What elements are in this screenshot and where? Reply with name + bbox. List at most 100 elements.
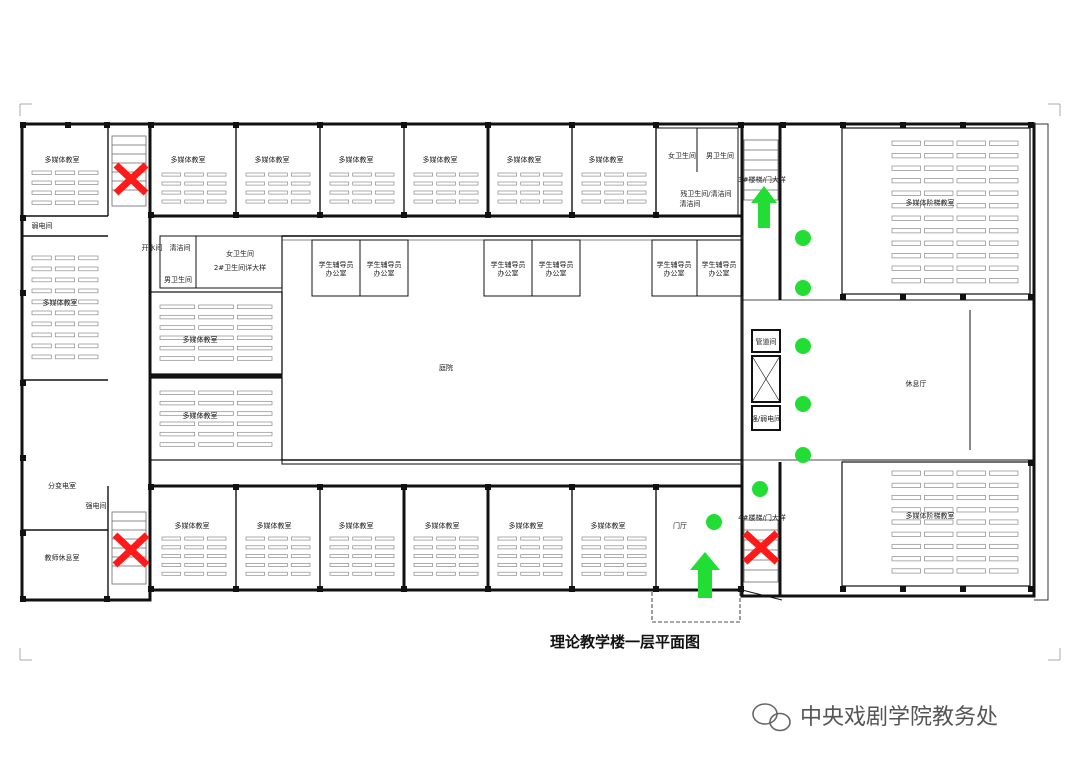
- desk: [604, 199, 624, 204]
- desk: [604, 563, 624, 567]
- desk: [31, 288, 52, 294]
- desk: [78, 266, 99, 272]
- desk: [956, 253, 986, 259]
- desk: [236, 314, 273, 320]
- desk: [436, 563, 456, 567]
- desk: [520, 563, 540, 567]
- desk: [520, 199, 540, 204]
- desk: [54, 299, 75, 305]
- desk: [989, 543, 1019, 549]
- desk: [924, 190, 954, 196]
- desk: [374, 554, 395, 559]
- desk: [956, 470, 986, 476]
- desk: [198, 411, 234, 416]
- desk: [54, 321, 75, 327]
- desk: [436, 172, 456, 177]
- blocked-x-icon: [113, 162, 149, 196]
- desk: [956, 203, 986, 209]
- desk: [198, 335, 234, 340]
- desk: [924, 178, 954, 184]
- desk: [268, 571, 288, 576]
- desk: [626, 571, 647, 576]
- desk: [542, 545, 563, 550]
- desk: [413, 181, 434, 186]
- desk: [54, 354, 75, 360]
- desk: [374, 190, 395, 195]
- label-r-top4: 多媒体教室: [423, 155, 458, 164]
- desk: [78, 277, 99, 283]
- desk: [924, 495, 954, 501]
- label-office4: 学生辅导员办公室: [539, 260, 574, 277]
- desk: [31, 332, 52, 338]
- watermark-text: 中央戏剧学院教务处: [800, 705, 998, 730]
- desk: [989, 265, 1019, 271]
- desk: [31, 310, 52, 316]
- desk: [956, 165, 986, 171]
- desk: [206, 190, 227, 195]
- desk: [245, 554, 266, 559]
- desk: [891, 228, 921, 234]
- label-teacher-lounge: 教师休息室: [45, 553, 80, 562]
- desk: [31, 190, 52, 195]
- desk: [184, 190, 204, 195]
- desk: [891, 470, 921, 476]
- desk: [54, 343, 75, 349]
- desk: [290, 199, 311, 204]
- label-r-bot2: 多媒体教室: [257, 521, 292, 530]
- desk: [236, 400, 273, 406]
- desk: [413, 554, 434, 559]
- desk: [236, 390, 273, 395]
- desk: [236, 431, 273, 437]
- label-janitor2: 清洁间: [170, 243, 191, 252]
- desk: [245, 181, 266, 186]
- desk: [78, 332, 99, 338]
- desk: [268, 172, 288, 177]
- desk: [78, 170, 99, 175]
- label-lobby-hall: 休息厅: [906, 379, 927, 388]
- desk: [78, 299, 99, 305]
- desk: [413, 190, 434, 195]
- desk: [329, 172, 350, 177]
- label-wc-disabled: 残卫生间/清洁间: [680, 189, 731, 198]
- desk: [924, 556, 954, 562]
- desk: [436, 545, 456, 550]
- label-stair-se: 4#楼梯/门大样: [738, 513, 786, 522]
- desk: [184, 199, 204, 204]
- desk: [520, 172, 540, 177]
- desk: [989, 215, 1019, 221]
- desk: [245, 172, 266, 177]
- desk: [520, 571, 540, 576]
- label-wc-male-mid: 男卫生间: [164, 275, 192, 284]
- desk: [581, 199, 602, 204]
- desk: [924, 543, 954, 549]
- blocked-x-icon: [112, 532, 150, 568]
- room-labels: 多媒体教室 多媒体教室 多媒体教室 多媒体教室 多媒体教室 多媒体教室 多媒体教…: [32, 151, 955, 562]
- desk: [329, 554, 350, 559]
- desk: [989, 153, 1019, 159]
- desk: [956, 190, 986, 196]
- desk: [891, 568, 921, 574]
- desk: [626, 181, 647, 186]
- desk: [31, 277, 52, 283]
- desk-rows: [31, 140, 1019, 576]
- route-dot: [795, 230, 811, 246]
- desk: [290, 190, 311, 195]
- desk: [159, 390, 196, 395]
- desk: [924, 278, 954, 284]
- desk: [245, 571, 266, 576]
- desk: [78, 190, 99, 195]
- desk: [989, 165, 1019, 171]
- desk: [159, 356, 196, 361]
- desk: [891, 507, 921, 513]
- desk: [329, 571, 350, 576]
- blocked-markers: [112, 162, 780, 568]
- desk: [198, 314, 234, 320]
- desk: [436, 181, 456, 186]
- desk: [374, 571, 395, 576]
- desk: [891, 190, 921, 196]
- desk: [497, 554, 518, 559]
- desk: [956, 228, 986, 234]
- label-r-top1: 多媒体教室: [171, 155, 206, 164]
- desk: [581, 571, 602, 576]
